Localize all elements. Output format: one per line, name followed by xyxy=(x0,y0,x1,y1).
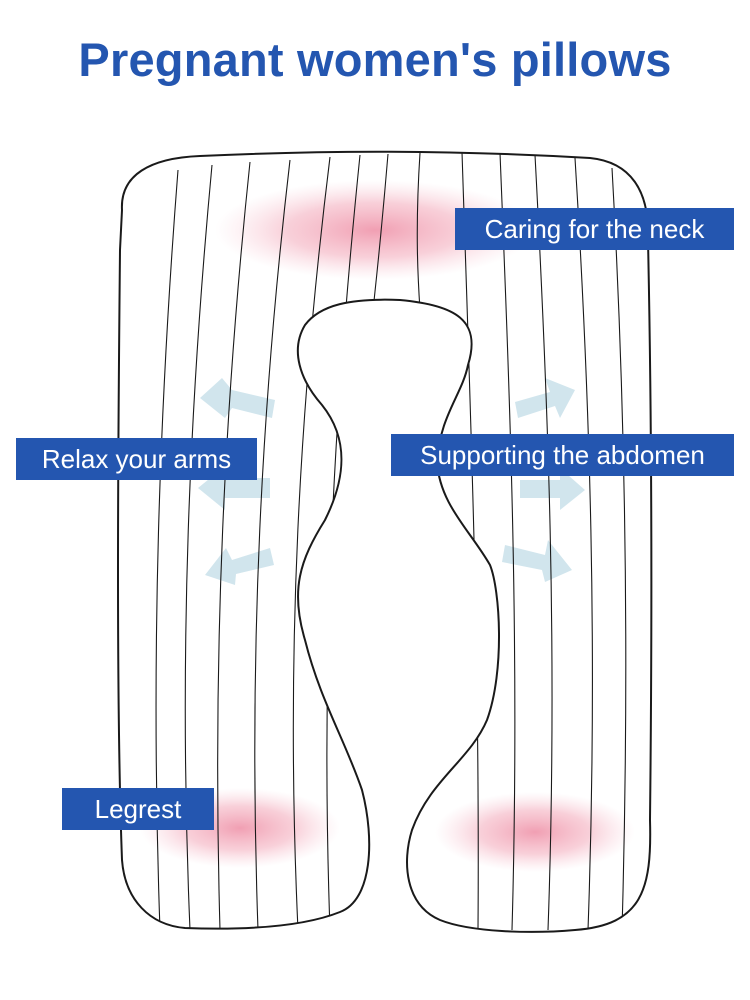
page-title: Pregnant women's pillows xyxy=(78,33,672,86)
label-neck: Caring for the neck xyxy=(455,208,734,250)
right-arrow-icon-lower xyxy=(502,540,572,582)
left-arrow-icon-upper xyxy=(200,378,275,418)
left-arrow-icon-lower xyxy=(205,548,274,585)
neck-highlight xyxy=(215,180,535,280)
right-leg-highlight xyxy=(435,792,635,872)
right-arrow-group xyxy=(502,378,585,582)
label-abdomen: Supporting the abdomen xyxy=(391,434,734,476)
label-arms: Relax your arms xyxy=(16,438,257,480)
label-legrest: Legrest xyxy=(62,788,214,830)
left-arrow-group xyxy=(198,378,275,585)
right-arrow-icon-upper xyxy=(515,378,575,418)
right-arrow-icon-middle xyxy=(520,468,585,510)
